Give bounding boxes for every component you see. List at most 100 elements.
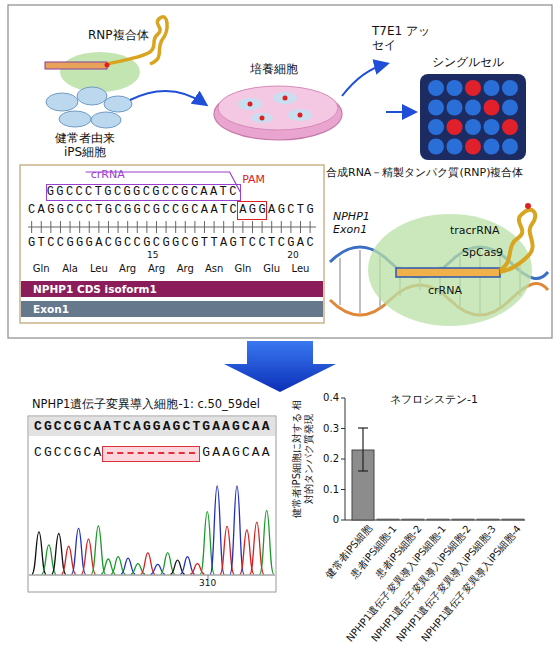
deletion-dashes: [107, 452, 195, 454]
ruler-tick: [50, 221, 51, 233]
position-number: 15: [147, 250, 158, 261]
well: [465, 139, 481, 155]
well: [428, 80, 444, 96]
well: [465, 100, 481, 116]
culture-dish: [214, 86, 342, 140]
ruler-tick: [300, 221, 301, 233]
amino-acid: Leu: [292, 263, 310, 275]
flow-arrow: [342, 64, 386, 96]
caption-label: 健常者由来 iPS細胞: [46, 131, 124, 160]
ruler-tick: [41, 221, 42, 233]
ruler-tick: [252, 221, 253, 233]
ruler-tick: [127, 221, 128, 233]
well: [484, 139, 500, 155]
position-number: 20: [287, 250, 298, 261]
ruler-tick: [290, 221, 291, 233]
well: [447, 139, 463, 155]
big-arrow: [224, 341, 336, 392]
ruler-tick: [166, 221, 167, 233]
reference-band: [29, 417, 275, 436]
part-label: tracrRNA: [450, 224, 500, 237]
caption-label: 培養細胞: [250, 62, 298, 76]
well: [465, 80, 481, 96]
tick-label: 0.2: [323, 453, 339, 465]
axis-label: 健常者iPS細胞に対する 相対的タンパク質発現: [291, 396, 315, 522]
well: [428, 100, 444, 116]
amino-acid: Arg: [119, 263, 136, 275]
well: [484, 119, 500, 135]
ruler-tick: [89, 221, 90, 233]
sequence-panel: [20, 165, 324, 323]
crrna-box: crRNAGGCCCTGCGGCGCCGCAATC: [46, 184, 241, 201]
exon-band: Exon1: [21, 301, 323, 317]
well: [502, 100, 518, 116]
sequence-text: CAGGCCCTGCGGCGCCGCAATCAGGAGCTG: [28, 203, 316, 217]
flow-arrow: [130, 91, 205, 104]
ruler-tick: [70, 221, 71, 233]
peak: [141, 553, 155, 574]
position-number: 310: [199, 578, 216, 589]
well: [502, 80, 518, 96]
ruler-tick: [233, 221, 234, 233]
flow-arrow: [386, 111, 414, 113]
part-label: crRNA: [428, 284, 462, 297]
well: [447, 80, 463, 96]
cds-band: NPHP1 CDS isoform1: [21, 281, 323, 297]
amino-acid: Gln: [234, 263, 251, 275]
peak: [210, 486, 224, 574]
well: [428, 119, 444, 135]
top-panel: [8, 5, 552, 338]
amino-acid: Ala: [62, 263, 78, 275]
ruler-tick: [108, 221, 109, 233]
caption-label: T7E1 アッセイ: [372, 24, 430, 53]
sequence-text: CGCCGCAATCAGGAGCTGAAGCAA: [34, 419, 272, 435]
tick-label: 0: [333, 514, 339, 526]
peak: [260, 510, 274, 574]
peak: [52, 533, 66, 574]
part-label: SpCas9: [462, 246, 503, 259]
ruler-tick: [137, 221, 138, 233]
pam-label: PAM: [242, 173, 265, 186]
ruler-tick: [98, 221, 99, 233]
sequence-text: CGCCGCA: [34, 445, 103, 461]
well: [465, 119, 481, 135]
well: [502, 139, 518, 155]
amino-acid: Arg: [177, 263, 194, 275]
ruler-tick: [281, 221, 282, 233]
peak: [91, 526, 105, 574]
well: [484, 80, 500, 96]
amino-acid: Glu: [263, 263, 280, 275]
ruler-tick: [204, 221, 205, 233]
well-plate: [420, 74, 526, 160]
ips-cells: [46, 87, 132, 128]
ruler-tick: [156, 221, 157, 233]
ruler-tick: [242, 221, 243, 233]
bar-chart: [341, 398, 525, 520]
peak: [161, 553, 175, 574]
tick-label: 0.1: [323, 484, 339, 496]
rnp-icon: [45, 17, 167, 92]
caption-label: シングルセル: [432, 55, 504, 69]
ruler-line: [28, 227, 316, 228]
well: [447, 100, 463, 116]
peak: [230, 486, 244, 574]
ruler-tick: [118, 221, 119, 233]
ruler-tick: [194, 221, 195, 233]
ruler-tick: [146, 221, 147, 233]
caption-label: 合成RNA－精製タンパク質(RNP)複合体: [326, 166, 523, 179]
ruler-tick: [185, 221, 186, 233]
ruler-tick: [271, 221, 272, 233]
amino-acid: Gln: [33, 263, 50, 275]
ruler-tick: [79, 221, 80, 233]
ruler-tick: [310, 221, 311, 233]
gene-label: NPHP1 Exon1: [333, 210, 381, 236]
tick-label: 0.4: [323, 392, 339, 404]
well: [484, 100, 500, 116]
ruler-tick: [223, 221, 224, 233]
amino-acid: Asn: [205, 263, 223, 275]
peak: [32, 532, 46, 574]
node-text: Exon1: [21, 301, 323, 317]
node-text: crRNA: [91, 168, 125, 181]
well: [447, 119, 463, 135]
